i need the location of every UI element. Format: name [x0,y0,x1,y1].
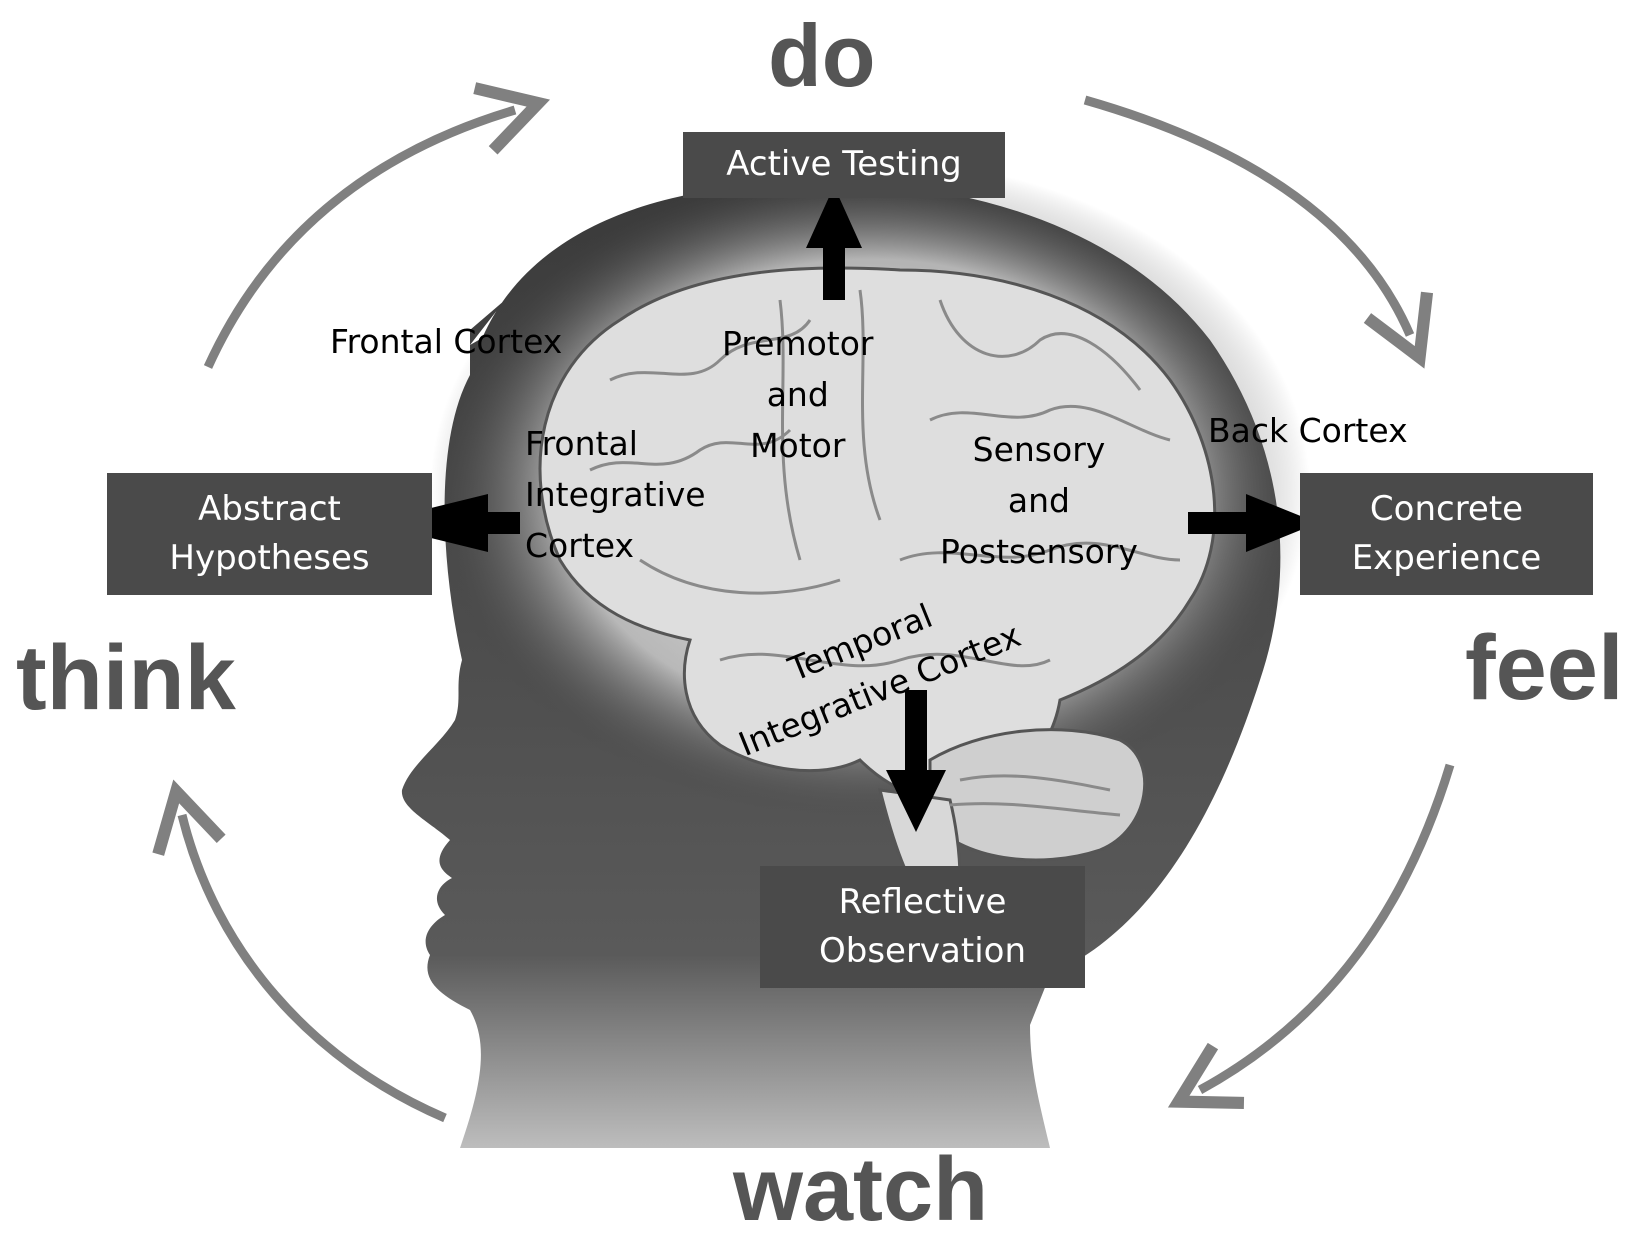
stage-label: Concrete [1369,488,1524,529]
stage-label: Active Testing [726,144,962,185]
region-frontal-integrative: Frontal Integrative Cortex [525,418,706,571]
arrow-right-icon [1246,494,1318,552]
region-line: and [1007,481,1071,521]
arrow-down-icon [886,770,946,832]
stage-label: Experience [1351,538,1542,578]
brain-folds [589,289,1181,817]
arrow-feel-to-watch [1167,763,1455,1109]
region-back-cortex: Back Cortex [1208,411,1408,450]
region-line: Premotor [722,324,874,363]
cycle-arrows [152,82,1455,1123]
arrow-up-icon [806,186,862,248]
stage-label: Reflective [838,881,1007,922]
arrow-do-to-feel [1083,95,1434,369]
stage-reflective-observation: Reflective Observation [760,866,1085,988]
region-line: and [766,375,829,415]
stage-label: Abstract [198,488,341,529]
region-premotor-motor: Premotor and Motor [722,318,874,471]
arrow-watch-to-think [152,779,447,1123]
cycle-label-do: do [768,6,876,105]
stage-active-testing: Active Testing [683,132,1005,198]
brain-shape [538,266,1217,802]
region-line: Motor [750,426,846,466]
region-line: Sensory [972,430,1106,469]
cycle-label-think: think [16,627,236,729]
region-line: Postsensory [940,532,1138,572]
region-line: Cortex [525,526,634,566]
cycle-label-feel: feel [1465,617,1624,719]
cycle-label-watch: watch [733,1140,989,1240]
arrow-think-to-do [203,82,551,369]
region-line: Integrative [525,475,706,515]
region-sensory-postsensory: Sensory and Postsensory [940,424,1138,577]
cerebellum [928,728,1147,862]
region-line: Frontal [525,424,638,463]
region-frontal-cortex: Frontal Cortex [330,322,563,361]
stage-abstract-hypotheses: Abstract Hypotheses [107,473,432,595]
stage-label: Hypotheses [169,538,370,578]
stage-concrete-experience: Concrete Experience [1300,473,1593,595]
stage-label: Observation [818,931,1027,971]
